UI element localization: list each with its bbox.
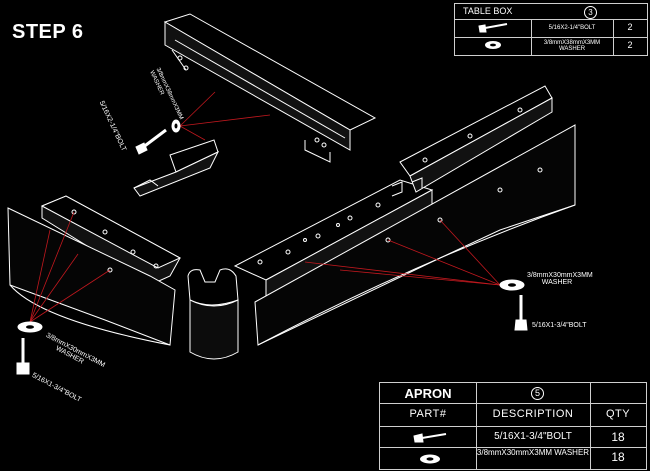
apron-row1-description: 5/16X1-3/4"BOLT <box>494 431 572 442</box>
corner-bracket <box>133 139 220 197</box>
apron-header-description: DESCRIPTION <box>492 408 574 420</box>
apron-icons <box>413 433 447 464</box>
apron-title: APRON <box>404 386 452 401</box>
step-title: STEP 6 <box>12 21 84 43</box>
table-box-rail <box>163 13 377 163</box>
table-box-parts-list: TABLE BOX 3 5/16X2-1/4"BOLT 2 3/8mmX38mm… <box>454 3 648 56</box>
apron-header-qty: QTY <box>605 408 631 420</box>
apron-parts-list: APRON 5 PART# DESCRIPTION QTY 5/16X1-3/4… <box>379 382 647 470</box>
top-washer-icon <box>171 119 181 133</box>
left-washer-icon <box>17 321 43 333</box>
callout-right-washer: 3/8mmX30mmX3MM WASHER <box>527 272 593 286</box>
right-bolt-icon <box>514 295 528 331</box>
table-box-number: 3 <box>584 6 597 19</box>
apron-header-part: PART# <box>409 408 447 420</box>
apron-row1-qty: 18 <box>611 430 625 444</box>
table-box-row2-description: 3/8mmX38mmX3MM WASHER <box>543 40 601 52</box>
fasteners <box>16 119 528 375</box>
left-bolt-icon <box>16 338 30 375</box>
table-box-row1-description: 5/16X2-1/4"BOLT <box>548 25 596 31</box>
right-washer-icon <box>499 279 525 291</box>
left-apron <box>7 195 182 346</box>
leader-lines <box>29 91 501 323</box>
table-box-title: TABLE BOX <box>463 6 513 16</box>
callout-right-bolt: 5/16X1-3/4"BOLT <box>532 322 587 329</box>
right-apron <box>233 85 576 346</box>
washer-icon <box>420 454 440 464</box>
table-box-row2-qty: 2 <box>627 40 633 50</box>
apron-row2-qty: 18 <box>611 450 625 464</box>
top-bolt-icon <box>135 128 167 155</box>
bolt-icon <box>478 23 508 33</box>
table-leg <box>187 268 239 360</box>
table-box-row1-qty: 2 <box>627 22 633 32</box>
table-box-icons <box>478 23 508 49</box>
apron-row2-description: 3/8mmX30mmX3MM WASHER <box>476 448 590 457</box>
apron-number: 5 <box>531 387 544 400</box>
washer-icon <box>485 41 501 49</box>
bolt-icon <box>413 433 447 443</box>
